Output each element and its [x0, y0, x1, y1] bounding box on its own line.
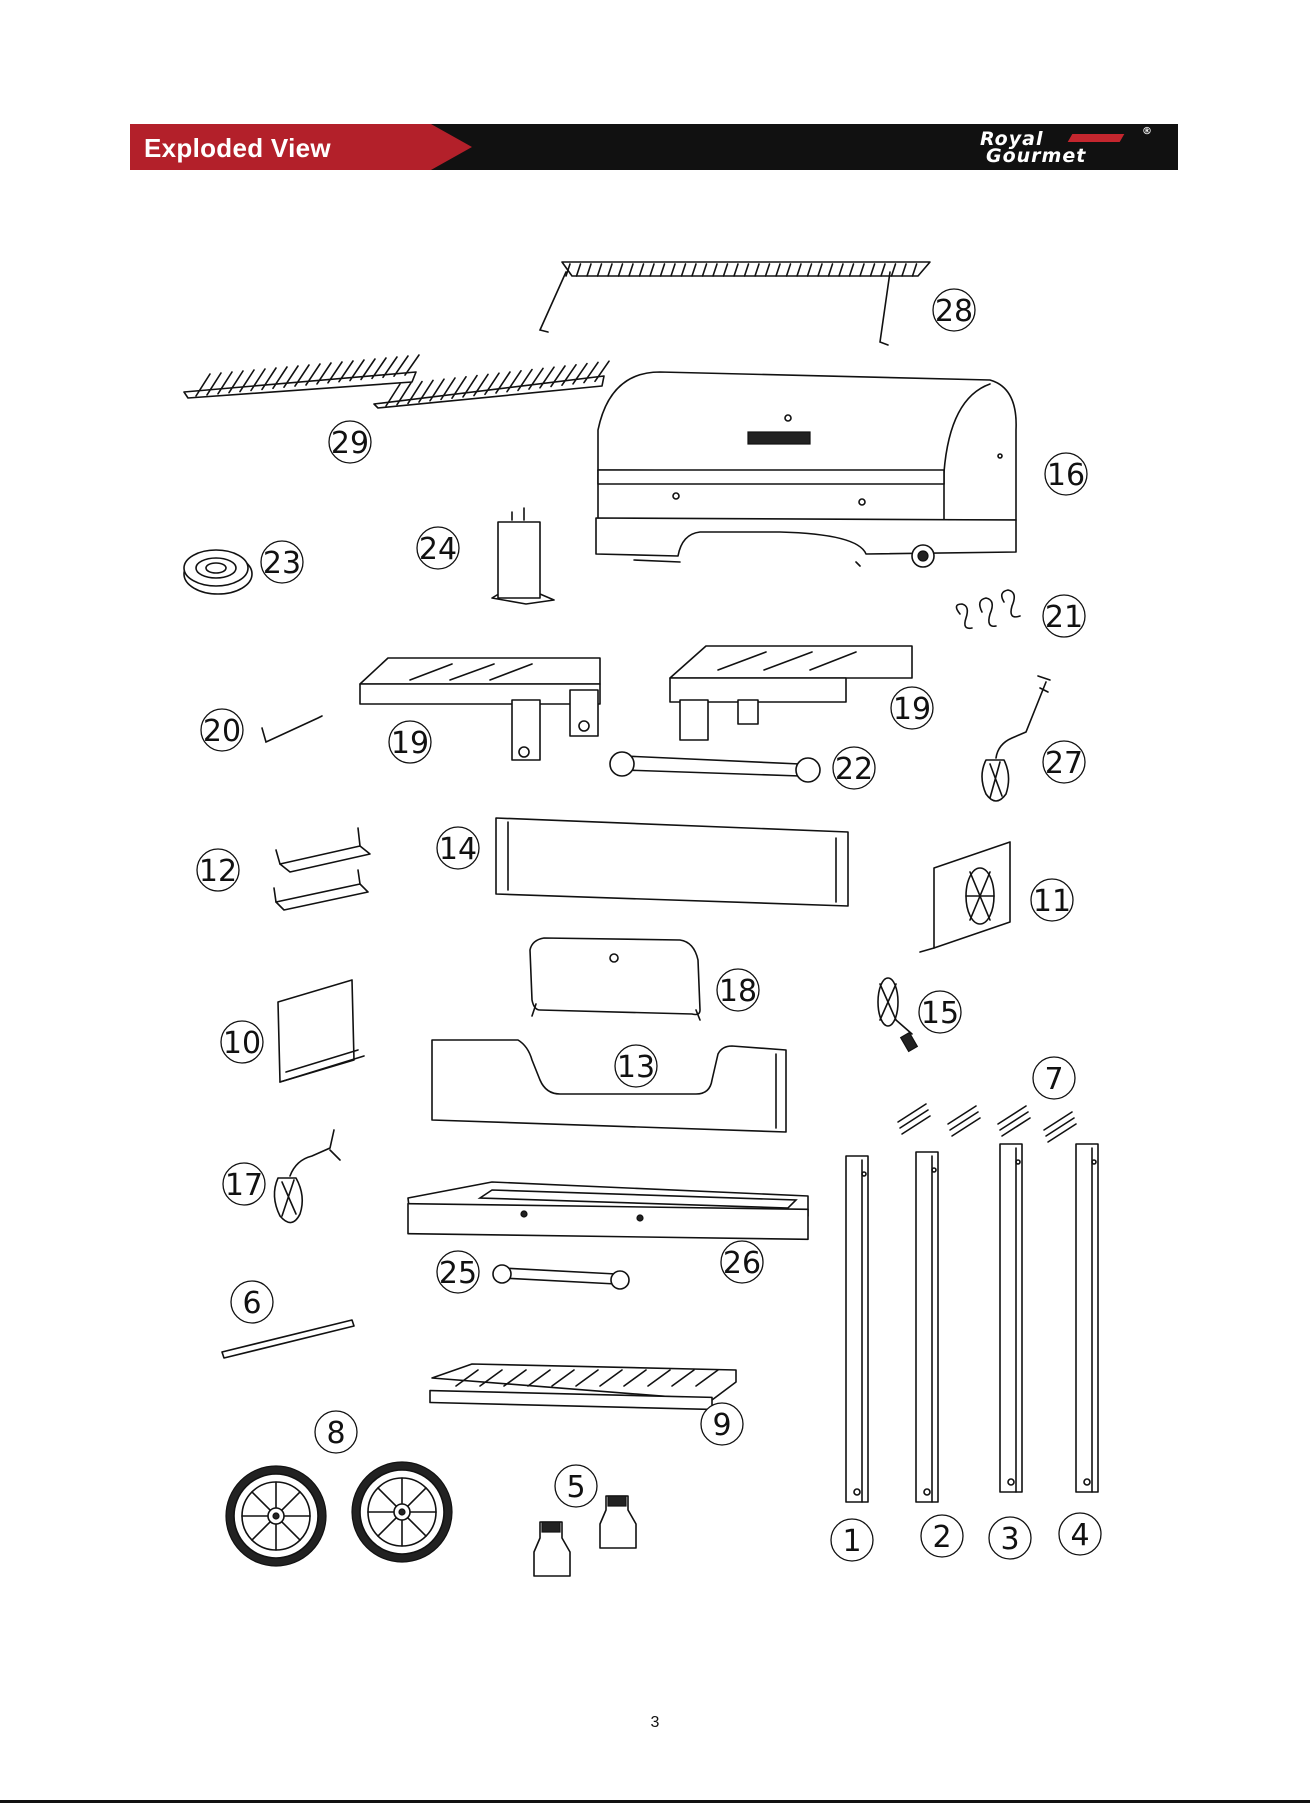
callout-number: 11: [1033, 884, 1071, 919]
part-heat-shield: [530, 938, 700, 1020]
callout-20: 20: [201, 709, 243, 751]
page-number: 3: [0, 1714, 1310, 1732]
callout-14: 14: [437, 827, 479, 869]
callout-number: 13: [617, 1050, 655, 1085]
callout-number: 23: [263, 546, 301, 581]
callout-5: 5: [555, 1465, 597, 1507]
callout-number: 26: [723, 1246, 761, 1281]
callout-number: 10: [223, 1026, 261, 1061]
part-side-panel-right: [920, 842, 1010, 952]
callout-27: 27: [1043, 741, 1085, 783]
callout-10: 10: [221, 1021, 263, 1063]
part-door-handle: [493, 1265, 629, 1289]
callout-number: 7: [1044, 1062, 1063, 1097]
callout-number: 9: [712, 1408, 731, 1443]
callout-7: 7: [1033, 1057, 1075, 1099]
part-bottom-tray-frame: [408, 1182, 808, 1239]
callout-26: 26: [721, 1241, 763, 1283]
part-lid-firebox: [596, 372, 1016, 567]
part-control-knob: [184, 550, 252, 594]
callout-number: 18: [719, 974, 757, 1009]
part-warming-rack: [540, 262, 930, 345]
part-regulator: [274, 1130, 340, 1223]
callout-number: 6: [242, 1286, 261, 1321]
callout-1: 1: [831, 1519, 873, 1561]
part-regulator-hose: [982, 676, 1050, 801]
callout-number: 5: [566, 1470, 585, 1505]
callout-25: 25: [437, 1251, 479, 1293]
callout-number: 25: [439, 1256, 477, 1291]
part-front-panel: [432, 1040, 786, 1132]
part-igniter-tube: [492, 508, 554, 604]
callout-number: 14: [439, 832, 477, 867]
callout-18: 18: [717, 969, 759, 1011]
callout-15: 15: [919, 991, 961, 1033]
part-back-panel: [496, 818, 848, 906]
callout-6: 6: [231, 1281, 273, 1323]
part-axle-rod: [222, 1320, 354, 1358]
callout-number: 27: [1045, 746, 1083, 781]
part-bracket: [262, 716, 322, 742]
callout-21: 21: [1043, 595, 1085, 637]
part-burner-dial: [878, 978, 917, 1051]
callout-number: 2: [932, 1520, 951, 1555]
callout-number: 22: [835, 752, 873, 787]
callout-number: 24: [419, 532, 457, 567]
callout-19b: 19: [891, 687, 933, 729]
part-bottom-shelf: [430, 1364, 736, 1409]
part-legs: [846, 1144, 1098, 1502]
callout-2: 2: [921, 1515, 963, 1557]
callout-9: 9: [701, 1403, 743, 1445]
callout-22: 22: [833, 747, 875, 789]
callout-8: 8: [315, 1411, 357, 1453]
callout-12: 12: [197, 849, 239, 891]
callout-number: 16: [1047, 458, 1085, 493]
part-fastener-packs: [898, 1104, 1076, 1142]
callout-24: 24: [417, 527, 459, 569]
callout-number: 20: [203, 714, 241, 749]
callout-11: 11: [1031, 879, 1073, 921]
callout-29: 29: [329, 421, 371, 463]
callout-number: 19: [893, 692, 931, 727]
callout-number: 17: [225, 1168, 263, 1203]
callout-number: 1: [842, 1524, 861, 1559]
part-lid-handle: [610, 752, 820, 782]
callout-number: 28: [935, 294, 973, 329]
callout-13: 13: [615, 1045, 657, 1087]
callout-3: 3: [989, 1517, 1031, 1559]
callout-19a: 19: [389, 721, 431, 763]
callout-number: 15: [921, 996, 959, 1031]
callout-number: 3: [1000, 1522, 1019, 1557]
callout-number: 4: [1070, 1518, 1089, 1553]
part-s-hooks: [956, 590, 1020, 628]
callout-4: 4: [1059, 1513, 1101, 1555]
callout-number: 29: [331, 426, 369, 461]
part-wheels: [226, 1462, 452, 1566]
callout-number: 19: [391, 726, 429, 761]
part-cooking-grates: [184, 355, 609, 408]
part-drip-trays: [274, 828, 370, 910]
part-side-shelf-right: [670, 646, 912, 740]
callout-17: 17: [223, 1163, 265, 1205]
callout-number: 8: [326, 1416, 345, 1451]
callout-number: 21: [1045, 600, 1083, 635]
callout-number: 12: [199, 854, 237, 889]
callout-16: 16: [1045, 453, 1087, 495]
callout-28: 28: [933, 289, 975, 331]
part-leg-caps: [534, 1496, 636, 1576]
part-side-panel-left: [278, 980, 364, 1082]
callout-23: 23: [261, 541, 303, 583]
